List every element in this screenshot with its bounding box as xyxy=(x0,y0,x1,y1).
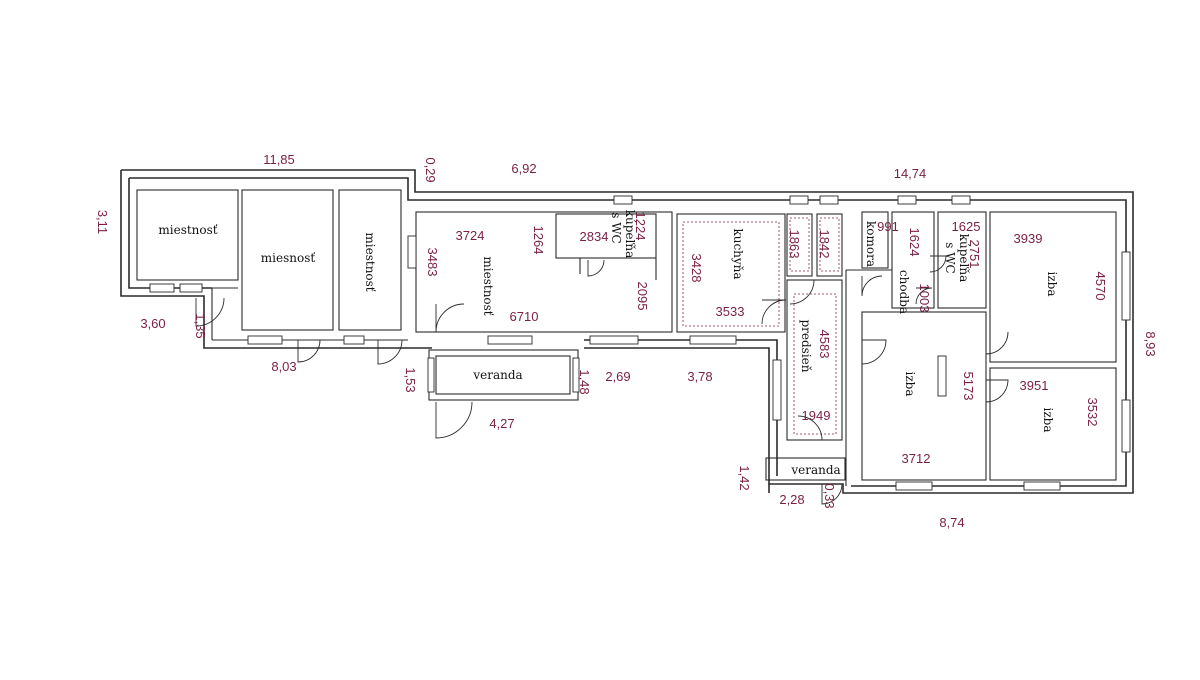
dim-991: 991 xyxy=(877,219,899,234)
dim-1625: 1625 xyxy=(952,219,981,234)
outer-dimensions: 11,85 0,29 6,92 14,74 3,11 8,93 3,60 1,3… xyxy=(95,152,1158,530)
dim-2095: 2095 xyxy=(635,282,650,311)
outer-walls xyxy=(120,169,1134,494)
label-izba-1: izba xyxy=(1045,272,1059,297)
label-veranda-2: veranda xyxy=(790,463,840,477)
label-izba-3: izba xyxy=(1041,408,1055,433)
dim-veranda2-228: 2,28 xyxy=(779,492,804,507)
room-kupelna-2 xyxy=(937,211,987,309)
dim-4583: 4583 xyxy=(817,330,832,359)
dim-5173: 5173 xyxy=(961,372,976,401)
label-izba-2: izba xyxy=(903,372,917,397)
dim-2834: 2834 xyxy=(580,229,609,244)
label-chodba: chodba xyxy=(897,270,911,314)
doors xyxy=(195,255,1009,505)
room-dimensions: 3724 3483 1264 6710 2095 2834 1224 3428 … xyxy=(425,212,1108,466)
dim-veranda2-033: 0,33 xyxy=(822,483,837,508)
dim-3712: 3712 xyxy=(902,451,931,466)
label-miestnost-1: miestnosť xyxy=(158,223,217,237)
dim-3483: 3483 xyxy=(425,248,440,277)
dim-veranda-427: 4,27 xyxy=(489,416,514,431)
interior-walls xyxy=(129,189,1117,486)
room-miestnost-1 xyxy=(136,189,239,281)
dim-2751: 2751 xyxy=(967,240,982,269)
dim-1842: 1842 xyxy=(817,230,832,259)
dim-3724: 3724 xyxy=(456,228,485,243)
dim-3428: 3428 xyxy=(689,254,704,283)
dim-153: 1,53 xyxy=(403,367,418,392)
room-miesnost-2 xyxy=(241,189,334,331)
label-kupelna-2: kúpeľňa xyxy=(957,234,971,283)
dim-3532: 3532 xyxy=(1085,398,1100,427)
label-miesnost-2: miesnosť xyxy=(261,251,316,265)
dim-3951: 3951 xyxy=(1020,378,1049,393)
dim-left: 3,11 xyxy=(95,210,110,234)
dim-1264: 1264 xyxy=(531,226,546,255)
label-miestnost-4: miestnosť xyxy=(481,256,495,315)
dim-veranda-148: 1,48 xyxy=(577,369,592,394)
dim-bottom-803: 8,03 xyxy=(271,359,296,374)
dim-378: 3,78 xyxy=(687,369,712,384)
dim-1949: 1949 xyxy=(802,408,831,423)
dim-269: 2,69 xyxy=(605,369,630,384)
dim-6710: 6710 xyxy=(510,309,539,324)
room-izba-1 xyxy=(989,211,1117,363)
dim-bottom-874: 8,74 xyxy=(939,515,964,530)
veranda-2 xyxy=(765,457,846,481)
dim-1863: 1863 xyxy=(787,230,802,259)
dim-3533: 3533 xyxy=(716,304,745,319)
room-izba-2 xyxy=(861,311,987,481)
stove xyxy=(937,355,947,397)
label-predsien: predsieň xyxy=(799,319,813,372)
label-kupelna-1-wc: s WC xyxy=(609,212,623,244)
room-miestnost-3 xyxy=(338,189,402,331)
dim-1003: 1003 xyxy=(917,284,932,313)
label-kupelna-1: kúpeľňa xyxy=(623,210,637,259)
dim-right: 8,93 xyxy=(1143,331,1158,356)
label-kupelna-2-wc: s WC xyxy=(943,242,957,274)
dim-bottom-360: 3,60 xyxy=(140,316,165,331)
dim-top-left: 11,85 xyxy=(263,152,295,167)
label-komora: komora xyxy=(864,221,878,267)
room-labels: miestnosť miesnosť miestnosť miestnosť k… xyxy=(158,210,1059,477)
dim-top-step: 0,29 xyxy=(423,157,438,182)
windows xyxy=(149,195,1131,491)
dim-3939: 3939 xyxy=(1014,231,1043,246)
label-miestnost-3: miestnosť xyxy=(363,232,377,291)
room-chodba xyxy=(891,211,935,309)
room-miestnost-4 xyxy=(415,211,673,333)
label-kuchyna: kuchyňa xyxy=(731,228,745,279)
dim-4570: 4570 xyxy=(1093,272,1108,301)
room-kuchyna xyxy=(676,213,786,333)
dim-top-mid: 6,92 xyxy=(511,161,536,176)
dim-1624: 1624 xyxy=(907,228,922,257)
dim-veranda2-142: 1,42 xyxy=(737,465,752,490)
dim-top-right: 14,74 xyxy=(894,166,927,181)
dim-1224: 1224 xyxy=(633,212,648,241)
label-veranda-1: veranda xyxy=(472,368,522,382)
dim-bottom-135: 1,35 xyxy=(193,313,208,338)
room-kupelna-1 xyxy=(555,213,657,259)
room-izba-3 xyxy=(989,367,1117,481)
room-komora xyxy=(861,211,889,269)
